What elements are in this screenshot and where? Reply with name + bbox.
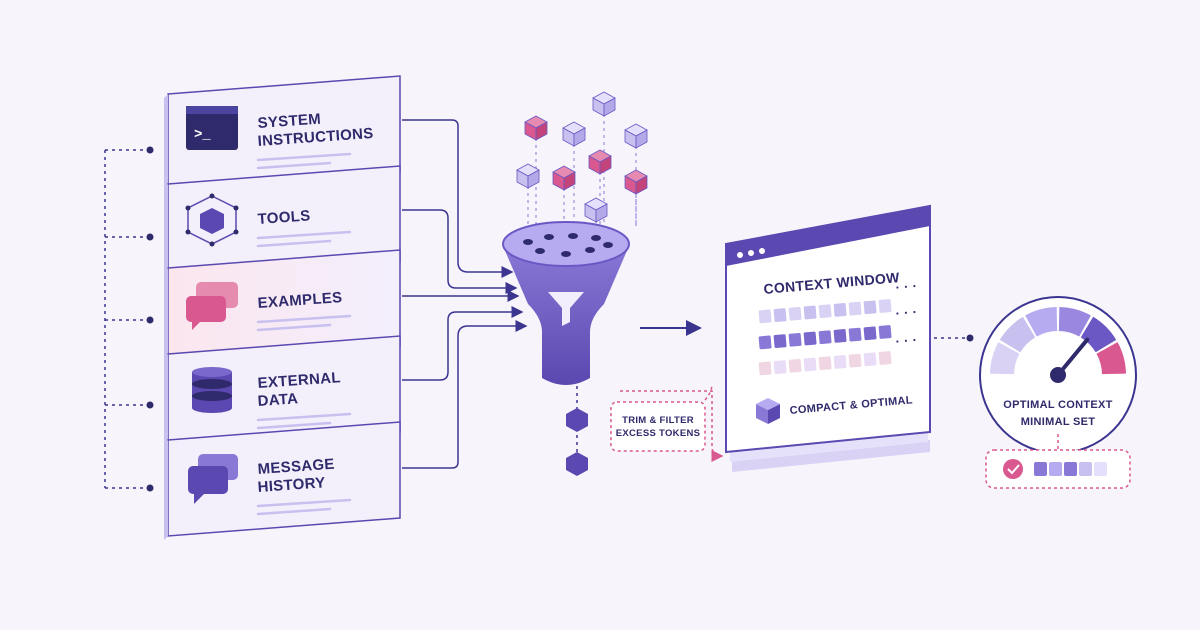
gauge-segment — [999, 316, 1036, 353]
card-label: MESSAGE — [257, 456, 335, 478]
output-tokens — [566, 386, 588, 476]
chat-bubbles-icon — [186, 282, 238, 330]
filter-icon — [548, 292, 584, 326]
left-bracket — [104, 146, 154, 492]
gauge-segment — [990, 342, 1020, 375]
card-label: DATA — [257, 390, 299, 410]
token-cell — [817, 329, 833, 346]
gauge-segment — [1096, 342, 1126, 375]
token-cell — [757, 308, 773, 325]
compact-cube-icon — [756, 398, 780, 424]
card-label: EXTERNAL — [257, 369, 341, 392]
token-cell — [877, 350, 893, 366]
card-label: EXAMPLES — [257, 289, 343, 312]
token-cell — [862, 351, 878, 368]
token-cell — [787, 331, 803, 348]
token-cell — [802, 304, 818, 321]
source-card-examples: EXAMPLES — [164, 249, 401, 368]
gauge-segment — [1058, 307, 1091, 337]
cube-network-icon — [185, 193, 239, 247]
card-label: TOOLS — [257, 207, 311, 228]
svg-text:· · ·: · · · — [895, 332, 918, 349]
svg-text:· · ·: · · · — [895, 278, 918, 295]
gauge-segment — [1025, 307, 1058, 337]
token-cell — [877, 324, 893, 340]
minimal-block — [1049, 462, 1062, 476]
token-cell — [802, 356, 818, 373]
token-cell — [847, 352, 863, 369]
token-cell — [877, 298, 893, 314]
gauge-connector — [934, 334, 974, 342]
token-cell — [832, 302, 848, 318]
card-label: HISTORY — [257, 474, 326, 496]
card-label: SYSTEM — [257, 111, 322, 132]
svg-text:MINIMAL SET: MINIMAL SET — [1021, 416, 1096, 428]
filter-funnel — [502, 221, 630, 385]
token-grid — [757, 298, 893, 377]
minimal-block — [1079, 462, 1092, 476]
token-cell — [832, 354, 848, 370]
token-cell — [772, 359, 788, 375]
token-cubes — [516, 91, 648, 226]
database-icon — [192, 367, 232, 413]
terminal-icon: >_ — [186, 106, 238, 150]
minimal-set-summary — [985, 434, 1131, 489]
token-cell — [772, 333, 788, 349]
token-cell — [832, 328, 848, 344]
check-icon — [1003, 459, 1023, 479]
token-cell — [862, 325, 878, 342]
token-cell — [802, 330, 818, 347]
svg-text:>_: >_ — [194, 127, 211, 143]
token-cell — [817, 355, 833, 372]
message-icon — [188, 454, 238, 504]
token-cell — [817, 303, 833, 320]
source-cards: >_SYSTEMINSTRUCTIONSTOOLSEXAMPLESEXTERNA… — [164, 75, 401, 540]
token-cell — [847, 300, 863, 317]
minimal-block — [1064, 462, 1077, 476]
token-cell — [787, 305, 803, 322]
token-cell — [772, 307, 788, 323]
minimal-block — [1034, 462, 1047, 476]
gauge-segment — [1080, 316, 1117, 353]
token-cell — [757, 334, 773, 351]
svg-text:OPTIMAL CONTEXT: OPTIMAL CONTEXT — [1003, 399, 1112, 411]
optimal-context-gauge: OPTIMAL CONTEXT MINIMAL SET — [979, 296, 1137, 454]
source-connectors — [402, 119, 528, 469]
token-cell — [757, 360, 773, 377]
context-window: CONTEXT WINDOW · · · · · · · · · COMPACT… — [725, 204, 931, 472]
token-cell — [862, 299, 878, 316]
minimal-block — [1094, 462, 1107, 476]
svg-text:· · ·: · · · — [895, 304, 918, 321]
token-cell — [787, 357, 803, 374]
token-cell — [847, 326, 863, 343]
